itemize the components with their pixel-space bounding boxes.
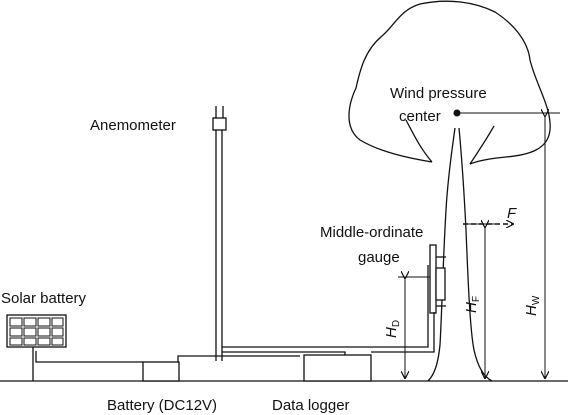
anemometer-label: Anemometer — [90, 117, 176, 134]
hd-symbol: HD — [383, 320, 402, 338]
data-logger-label: Data logger — [272, 397, 350, 414]
solar-battery-label: Solar battery — [1, 290, 87, 307]
solar-cell — [37, 327, 51, 337]
wind-pressure-center-label-2: center — [399, 108, 441, 125]
hf-symbol-main: H — [463, 302, 480, 313]
svg-text:HF: HF — [463, 296, 482, 313]
hw-symbol: HW — [523, 295, 542, 316]
hw-symbol-main: H — [523, 305, 540, 316]
solar-cell — [9, 327, 23, 337]
tree — [348, 0, 551, 382]
cable-mast-to-logger-upper — [222, 265, 429, 348]
cable-battery-top — [177, 355, 300, 364]
battery-box — [142, 361, 180, 382]
tree-trunk-right — [458, 127, 493, 382]
cables — [35, 265, 435, 364]
svg-text:HD: HD — [383, 320, 402, 338]
cable-solar-to-battery — [35, 351, 143, 363]
force-symbol: F — [507, 205, 517, 222]
middle-ordinate-gauge-label: Middle-ordinate — [320, 224, 423, 241]
hf-symbol-sub: F — [471, 296, 482, 302]
anemometer — [212, 106, 227, 361]
tree-branch-right — [469, 125, 495, 165]
gauge-sensor — [435, 267, 446, 301]
solar-cell — [51, 317, 64, 327]
hf-symbol: HF — [463, 296, 482, 313]
solar-cell — [23, 327, 37, 337]
tree-crown — [348, 0, 551, 165]
solar-cell — [23, 317, 37, 327]
wind-pressure-center-label: Wind pressure — [390, 85, 487, 102]
gauge-plate — [429, 244, 437, 314]
middle-ordinate-gauge — [429, 244, 446, 314]
solar-cell — [37, 337, 51, 346]
hw-symbol-sub: W — [531, 295, 542, 305]
solar-cell — [51, 337, 64, 346]
solar-cell — [51, 327, 64, 337]
hd-symbol-sub: D — [391, 320, 402, 327]
solar-cell — [9, 337, 23, 346]
solar-battery — [6, 314, 67, 381]
anemometer-sensor — [212, 117, 227, 131]
tree-branch-left — [405, 119, 433, 163]
battery-label: Battery (DC12V) — [107, 397, 217, 414]
solar-cell — [9, 317, 23, 327]
data-logger-box — [303, 354, 372, 382]
cable-logger-to-gauge — [371, 312, 435, 353]
hd-symbol-main: H — [383, 327, 400, 338]
solar-cell — [37, 317, 51, 327]
middle-ordinate-gauge-label-2: gauge — [358, 249, 400, 266]
svg-text:HW: HW — [523, 295, 542, 316]
solar-cell — [23, 337, 37, 346]
